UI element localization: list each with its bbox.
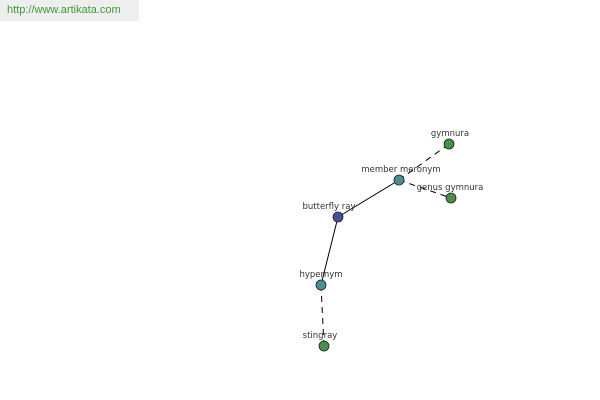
node-member-meronym[interactable]: member meronym <box>361 165 441 186</box>
node-genus-gymnura[interactable]: genus gymnura <box>417 183 484 204</box>
edge-member-meronym-to-genus-gymnura <box>398 179 452 199</box>
node-label-member-meronym: member meronym <box>361 165 440 175</box>
node-circle-member-meronym[interactable] <box>393 174 405 186</box>
node-circle-butterfly-ray[interactable] <box>332 211 344 223</box>
node-butterfly-ray[interactable]: butterfly ray <box>303 202 356 223</box>
edges-layer <box>320 143 452 347</box>
node-stingray[interactable]: stingray <box>303 331 338 352</box>
node-label-butterfly-ray: butterfly ray <box>303 202 356 212</box>
nodes-layer: butterfly ray member meronym hypernym gymnu… <box>299 129 484 352</box>
node-circle-genus-gymnura[interactable] <box>445 192 457 204</box>
node-gymnura[interactable]: gymnura <box>431 129 469 150</box>
node-label-stingray: stingray <box>303 331 338 341</box>
edge-butterfly-ray-to-hypernym <box>320 216 339 286</box>
watermark-url[interactable]: http://www.artikata.com <box>0 0 139 21</box>
node-label-genus-gymnura: genus gymnura <box>417 183 484 193</box>
node-label-gymnura: gymnura <box>431 129 469 139</box>
node-hypernym[interactable]: hypernym <box>299 270 343 291</box>
node-label-hypernym: hypernym <box>299 270 342 280</box>
node-circle-hypernym[interactable] <box>315 279 327 291</box>
node-circle-stingray[interactable] <box>318 340 330 352</box>
edge-butterfly-ray-to-member-meronym <box>337 179 400 218</box>
node-circle-gymnura[interactable] <box>443 138 455 150</box>
